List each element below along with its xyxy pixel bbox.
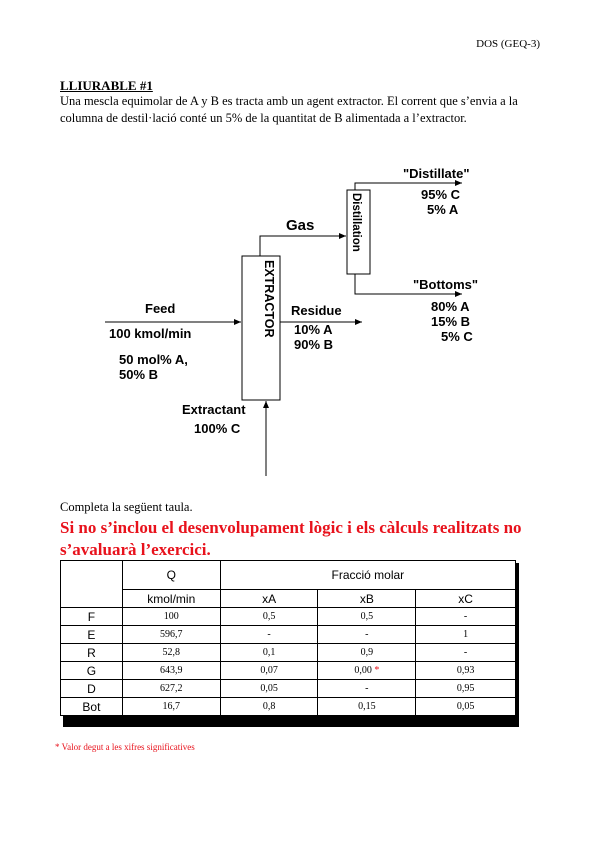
feed-flow: 100 kmol/min <box>109 326 191 341</box>
residue-comp-b: 90% B <box>294 337 333 352</box>
feed-comp-b: 50% B <box>119 367 158 382</box>
table-corner <box>60 560 123 608</box>
cell-xb: 0,5 <box>317 607 417 626</box>
cell-xa: 0,05 <box>219 679 319 698</box>
cell-xa: 0,1 <box>219 643 319 662</box>
process-diagram: EXTRACTOR Distillation Gas Feed 100 kmol… <box>105 166 478 476</box>
significant-figures-mark: * <box>374 665 380 676</box>
col-header-xc: xC <box>415 589 516 608</box>
bottoms-arrow <box>354 274 462 297</box>
row-label: E <box>60 625 123 644</box>
distillate-label: "Distillate" <box>403 166 470 181</box>
exercise-intro: Una mescla equimolar de A y B es tracta … <box>60 94 518 125</box>
bottoms-label: "Bottoms" <box>413 277 478 292</box>
table-row: D 627,2 0,05 - 0,95 <box>60 679 516 698</box>
extractant-label: Extractant <box>182 402 246 417</box>
cell-xc: 0,93 <box>415 661 516 680</box>
feed-comp-a: 50 mol% A, <box>119 352 188 367</box>
gas-arrow <box>259 233 346 256</box>
col-header-xa: xA <box>219 589 319 608</box>
cell-q: 643,9 <box>121 661 221 680</box>
cell-xa: 0,07 <box>219 661 319 680</box>
gas-label: Gas <box>286 217 314 234</box>
cell-xa: - <box>219 625 319 644</box>
col-header-unit: kmol/min <box>121 589 221 608</box>
cell-q: 627,2 <box>121 679 221 698</box>
distillate-arrow <box>354 180 462 190</box>
bottoms-comp-a: 80% A <box>431 299 470 314</box>
cell-q: 52,8 <box>121 643 221 662</box>
row-label: G <box>60 661 123 680</box>
cell-xc: 0,05 <box>415 697 516 716</box>
cell-xb: - <box>317 625 417 644</box>
cell-xb: 0,9 <box>317 643 417 662</box>
cell-xa: 0,5 <box>219 607 319 626</box>
extractor-label: EXTRACTOR <box>262 260 276 338</box>
instruction-text: Completa la següent taula. <box>60 500 193 514</box>
distillate-comp-c: 95% C <box>421 187 461 202</box>
col-header-q: Q <box>121 560 221 590</box>
cell-xc: - <box>415 643 516 662</box>
results-table: Q Fracció molar kmol/min xA xB xC F 100 … <box>60 560 517 716</box>
row-label: D <box>60 679 123 698</box>
extractor-box <box>241 255 281 401</box>
cell-xb: - <box>317 679 417 698</box>
distillation-box <box>346 189 371 275</box>
residue-comp-a: 10% A <box>294 322 333 337</box>
cell-xa: 0,8 <box>219 697 319 716</box>
header-code: DOS (GEQ-3) <box>476 38 540 50</box>
extractant-comp: 100% C <box>194 421 241 436</box>
warning-text: Si no s’inclou el desenvolupament lògic … <box>60 518 522 559</box>
cell-xc: 0,95 <box>415 679 516 698</box>
row-label: Bot <box>60 697 123 716</box>
distillation-label: Distillation <box>350 193 362 252</box>
table-row: G 643,9 0,07 0,00 * 0,93 <box>60 661 516 680</box>
feed-label: Feed <box>145 301 175 316</box>
cell-xc: - <box>415 607 516 626</box>
bottoms-comp-b: 15% B <box>431 314 470 329</box>
cell-xb: 0,00 * <box>317 661 417 680</box>
footnote: * Valor degut a les xifres significative… <box>55 742 195 752</box>
col-header-xb: xB <box>317 589 417 608</box>
exercise-title: LLIURABLE #1 <box>60 78 153 93</box>
residue-label: Residue <box>291 303 342 318</box>
table-row: E 596,7 - - 1 <box>60 625 516 644</box>
cell-xb-value: 0,00 <box>354 665 372 676</box>
cell-q: 596,7 <box>121 625 221 644</box>
row-label: R <box>60 643 123 662</box>
cell-xc: 1 <box>415 625 516 644</box>
cell-q: 100 <box>121 607 221 626</box>
distillate-comp-a: 5% A <box>427 202 459 217</box>
cell-xb: 0,15 <box>317 697 417 716</box>
cell-q: 16,7 <box>121 697 221 716</box>
table-row: R 52,8 0,1 0,9 - <box>60 643 516 662</box>
col-header-fraction: Fracció molar <box>219 560 517 590</box>
table-row: F 100 0,5 0,5 - <box>60 607 516 626</box>
bottoms-comp-c: 5% C <box>441 329 473 344</box>
table-row: Bot 16,7 0,8 0,15 0,05 <box>60 697 516 716</box>
row-label: F <box>60 607 123 626</box>
